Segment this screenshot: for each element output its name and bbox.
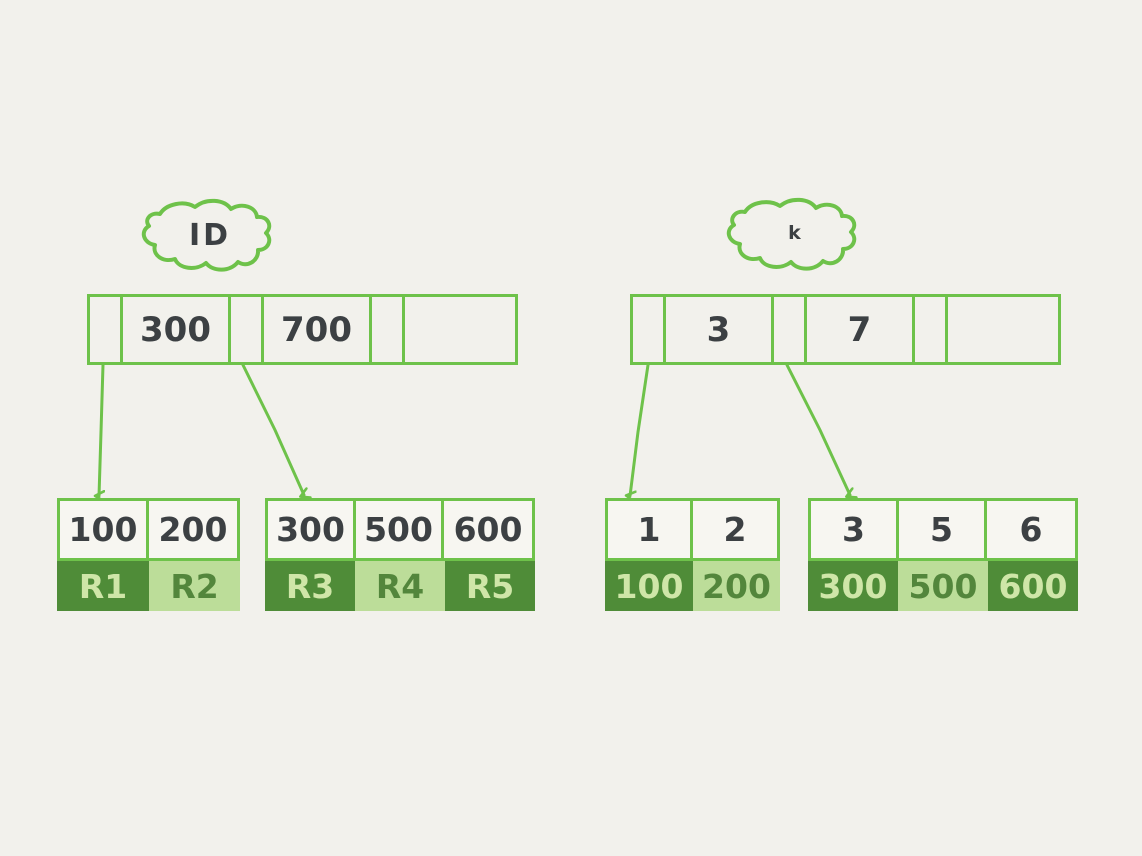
leaf-node-k-1-values-row: 100 200 — [605, 561, 780, 611]
internal-node-k-key-7: 7 — [807, 297, 915, 362]
leaf-node-k-2-key-1: 5 — [899, 501, 988, 558]
internal-node-id-key-300: 300 — [123, 297, 231, 362]
leaf-node-id-1[interactable]: 100 200 R1 R2 — [57, 498, 240, 611]
leaf-node-id-2-value-2: R5 — [445, 561, 535, 611]
leaf-node-k-1-keys-row: 1 2 — [605, 498, 780, 561]
leaf-node-id-1-key-1: 200 — [158, 510, 228, 549]
internal-node-id-pointer-0[interactable] — [90, 297, 123, 362]
internal-node-k-key-3: 3 — [666, 297, 774, 362]
leaf-node-id-2-value-0: R3 — [265, 561, 355, 611]
internal-node-k[interactable]: 3 7 — [630, 294, 1061, 365]
internal-node-id-empty-cell — [405, 297, 515, 362]
internal-node-id[interactable]: 300 700 — [87, 294, 518, 365]
internal-node-id-pointer-2[interactable] — [372, 297, 405, 362]
leaf-node-k-1[interactable]: 1 2 100 200 — [605, 498, 780, 611]
leaf-node-id-2-key-1: 500 — [356, 501, 445, 558]
arrow-k-ptr1-to-leaf2 — [785, 363, 850, 495]
leaf-node-k-1-value-1: 200 — [693, 561, 780, 611]
leaf-node-id-2-key-0: 300 — [268, 501, 357, 558]
cloud-k-shape — [726, 197, 857, 271]
leaf-node-id-2-values-row: R3 R4 R5 — [265, 561, 535, 611]
leaf-node-k-1-value-0: 100 — [605, 561, 693, 611]
arrow-id-ptr1-to-leaf2 — [241, 363, 304, 495]
leaf-node-id-1-value-1: R2 — [149, 561, 240, 611]
leaf-node-id-2-value-1: R4 — [355, 561, 445, 611]
leaf-node-id-1-keys-row: 100 200 — [57, 498, 240, 561]
leaf-node-id-1-key-0: 100 — [60, 501, 149, 558]
leaf-node-k-2-value-1: 500 — [898, 561, 988, 611]
leaf-node-k-2-key-2: 6 — [1019, 510, 1043, 549]
leaf-node-id-2[interactable]: 300 500 600 R3 R4 R5 — [265, 498, 535, 611]
internal-node-k-pointer-0[interactable] — [633, 297, 666, 362]
internal-node-id-pointer-1[interactable] — [231, 297, 264, 362]
leaf-node-k-2-value-2: 600 — [988, 561, 1078, 611]
internal-node-k-empty-cell — [948, 297, 1058, 362]
leaf-node-k-2-value-0: 300 — [808, 561, 898, 611]
leaf-node-k-2-values-row: 300 500 600 — [808, 561, 1078, 611]
internal-node-k-pointer-1[interactable] — [774, 297, 807, 362]
leaf-node-id-1-value-0: R1 — [57, 561, 149, 611]
cloud-id-shape — [141, 198, 272, 272]
leaf-node-id-1-values-row: R1 R2 — [57, 561, 240, 611]
leaf-node-id-2-key-2: 600 — [453, 510, 523, 549]
leaf-node-k-2-key-0: 3 — [811, 501, 900, 558]
internal-node-k-pointer-2[interactable] — [915, 297, 948, 362]
leaf-node-k-2-keys-row: 3 5 6 — [808, 498, 1078, 561]
leaf-node-id-2-keys-row: 300 500 600 — [265, 498, 535, 561]
leaf-node-k-1-key-0: 1 — [608, 501, 693, 558]
arrow-k-ptr0-to-leaf1 — [630, 363, 650, 496]
internal-node-id-key-700: 700 — [264, 297, 372, 362]
leaf-node-k-1-key-1: 2 — [723, 510, 747, 549]
arrow-id-ptr0-to-leaf1 — [99, 363, 103, 496]
leaf-node-k-2[interactable]: 3 5 6 300 500 600 — [808, 498, 1078, 611]
